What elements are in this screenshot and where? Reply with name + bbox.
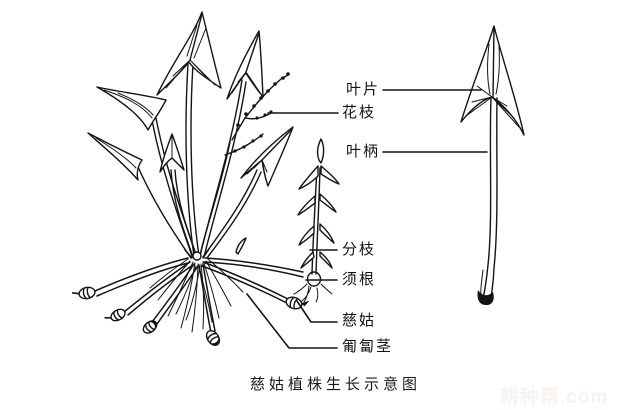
label-stolon: 匍匐茎 [342, 339, 394, 355]
side-branch-group [293, 138, 340, 303]
side-branch-leaves [297, 138, 340, 269]
leaf-left [96, 86, 167, 131]
label-flower-branch: 花枝 [342, 105, 377, 121]
single-leaf-blade [460, 25, 525, 136]
corms-group [71, 286, 310, 346]
main-plant [71, 11, 340, 346]
label-branch: 分枝 [342, 242, 377, 258]
pointer-corm [296, 300, 338, 323]
leaf-small-center [159, 133, 185, 173]
pointer-lines [246, 89, 488, 349]
single-leaf-petiole [477, 97, 498, 306]
label-fibrous-root: 须根 [342, 272, 377, 288]
leaves-group [87, 11, 294, 187]
figure-caption: 慈姑植株生长示意图 [250, 377, 422, 393]
corm-bottom-left [142, 320, 158, 334]
leaf-right-middle [240, 126, 294, 187]
corm-bottom [205, 330, 221, 346]
label-petiole: 叶柄 [346, 144, 381, 160]
leaf-top-right [226, 30, 264, 100]
label-corm: 慈姑 [342, 313, 377, 329]
leaf-top-center [156, 11, 222, 96]
corm-left [71, 286, 96, 300]
stolons-group [94, 257, 304, 334]
petioles-group [134, 63, 262, 259]
watermark-text: 耕种帮.com [500, 387, 609, 408]
side-branch-roots [293, 283, 333, 303]
corm-cigu [285, 296, 310, 310]
crown [184, 237, 247, 261]
pointer-stolon [246, 293, 338, 349]
corm-lower-left [104, 308, 126, 322]
single-leaf-plant [460, 25, 525, 306]
label-leaf-blade: 叶片 [346, 82, 381, 98]
petiole-base [477, 290, 494, 306]
flower-branch-group [224, 72, 290, 156]
flower-buds [233, 72, 290, 153]
leaf-far-left [87, 132, 143, 181]
